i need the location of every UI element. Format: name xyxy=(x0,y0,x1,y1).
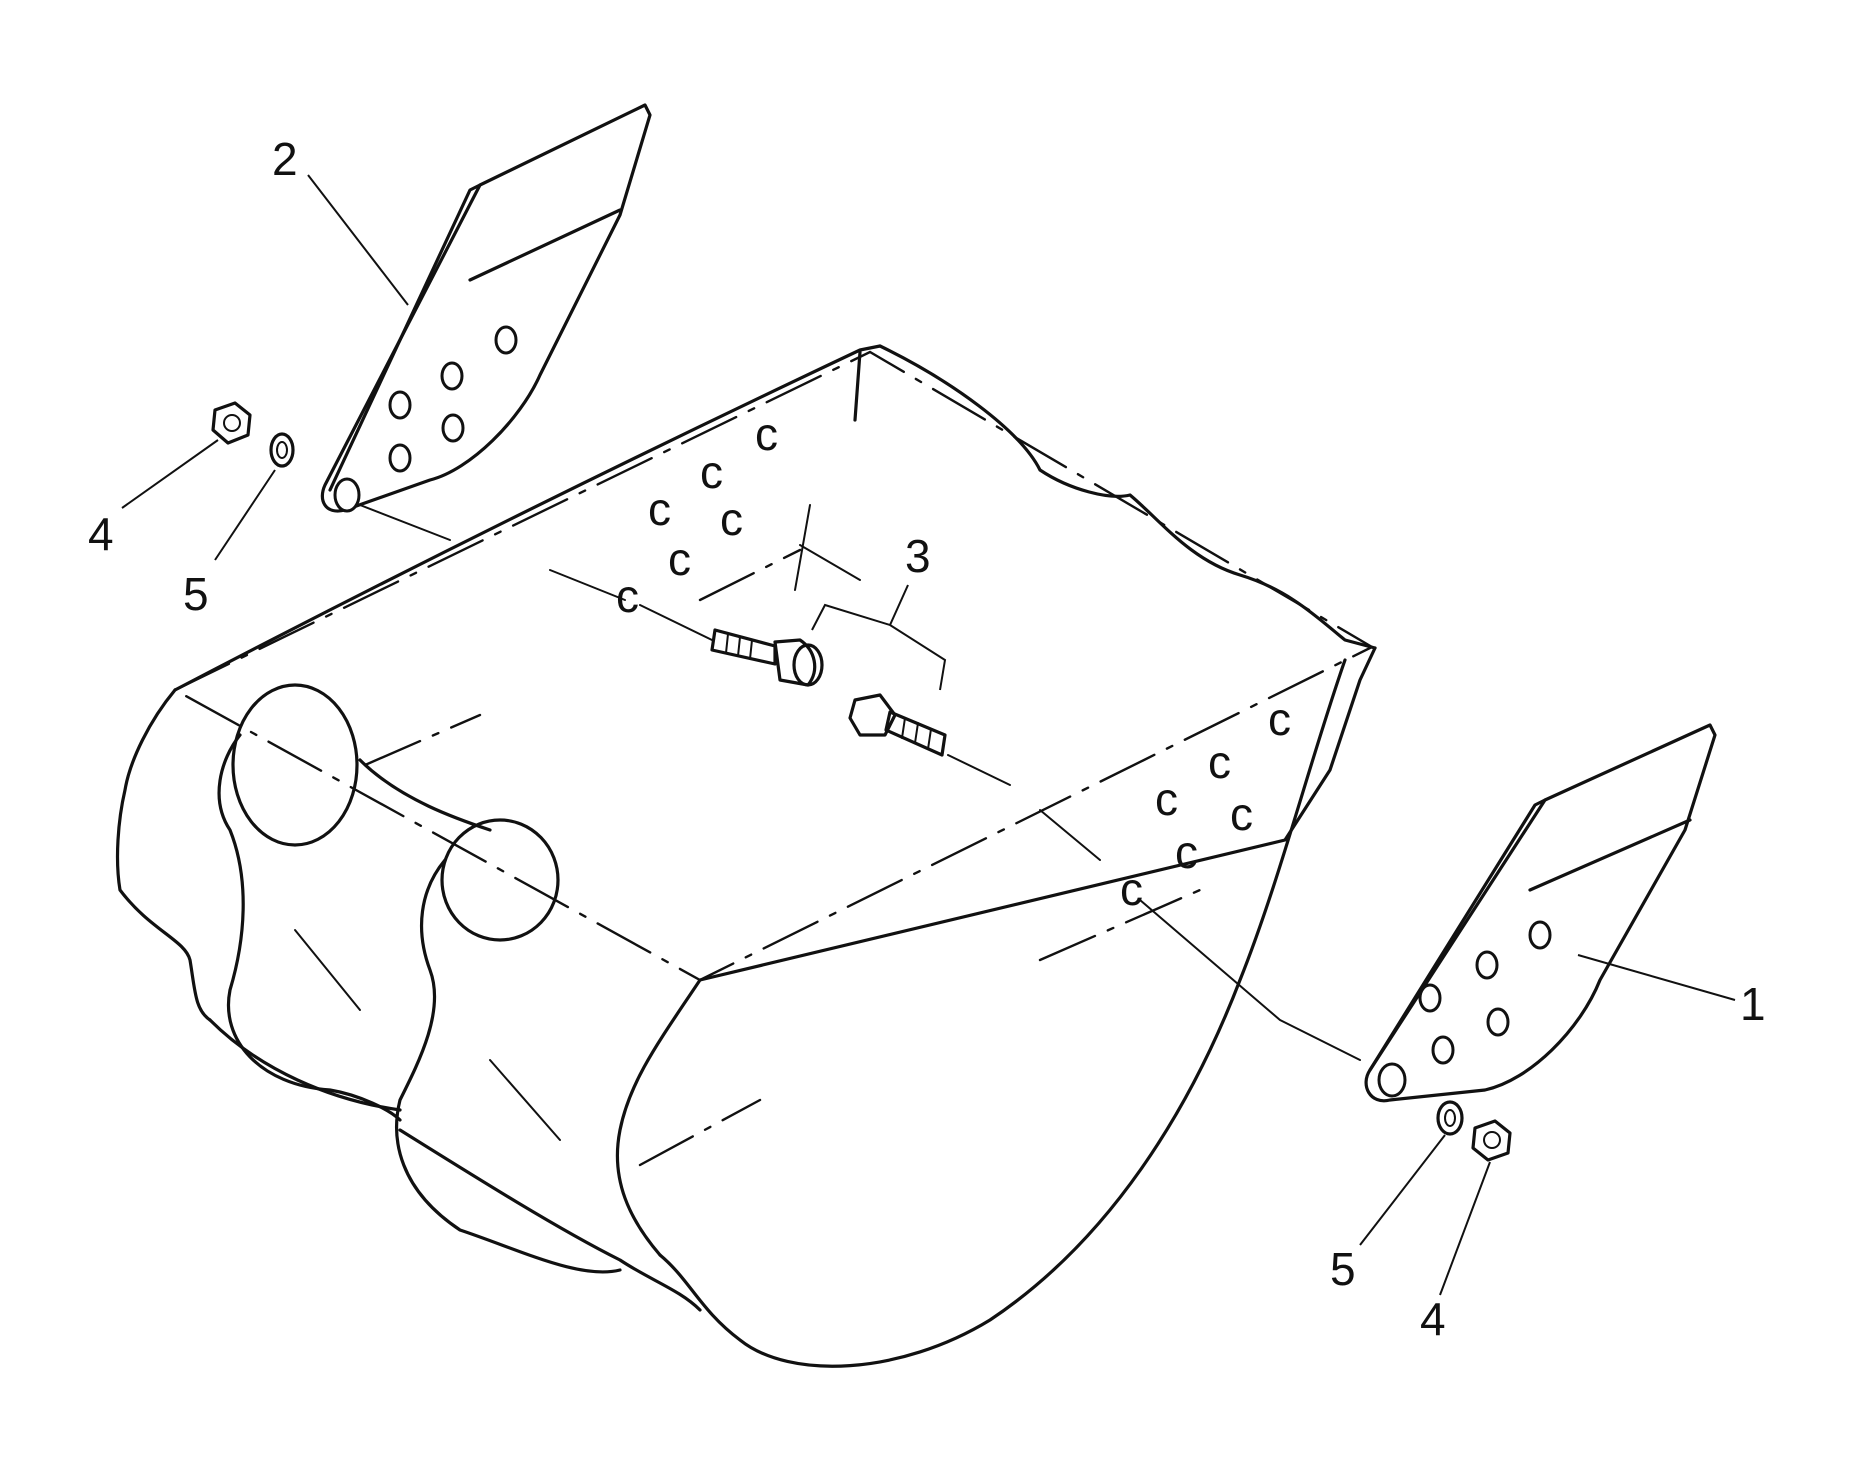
side-cutter-2-outline xyxy=(320,103,652,513)
hole-mark: c xyxy=(668,533,691,585)
bolt-upper-shank xyxy=(710,628,777,666)
bucket-left-side xyxy=(115,688,212,1022)
bucket-inner-line-3 xyxy=(638,1098,762,1167)
hole-mark: c xyxy=(616,570,639,622)
callout-4-lower: 4 xyxy=(1420,1293,1446,1345)
side-cutter-2-edge xyxy=(328,183,482,492)
bolt-lower xyxy=(848,693,947,757)
side-cutter-2-hole xyxy=(333,477,361,513)
nut-lower xyxy=(1471,1119,1512,1162)
bolt-lower-thread xyxy=(901,717,932,750)
assembly-line-upper xyxy=(359,504,713,641)
right-hinge-arm xyxy=(395,858,622,1274)
bucket-right-side-plate xyxy=(698,646,1377,982)
bucket-inner-line-2 xyxy=(1038,888,1202,962)
washer-lower-ring xyxy=(1436,1100,1464,1136)
side-cutter-2-hole xyxy=(388,390,412,420)
bucket-inner-line-4 xyxy=(698,548,802,602)
bolt-upper-head-face xyxy=(792,643,824,687)
callout-3: 3 xyxy=(905,530,931,582)
bucket-bottom-curve xyxy=(398,1128,702,1312)
hinge-detail-2 xyxy=(489,1059,561,1141)
nut-upper-hex xyxy=(211,401,252,445)
callout-5-upper: 5 xyxy=(183,568,209,620)
hole-mark: c xyxy=(1120,863,1143,915)
leader-4b xyxy=(1439,1161,1491,1296)
side-cutter-1-hole xyxy=(1486,1007,1510,1037)
nut-upper xyxy=(211,401,252,445)
side-cutter-1-edge xyxy=(1368,798,1547,1072)
callout-2: 2 xyxy=(272,133,298,185)
hole-mark: c xyxy=(1175,826,1198,878)
side-cutter-2-hole xyxy=(388,443,412,473)
bucket-body xyxy=(115,344,1377,1368)
side-cutter-2 xyxy=(320,103,652,513)
hole-mark: c xyxy=(755,408,778,460)
washer-lower xyxy=(1436,1100,1464,1136)
bolt-upper xyxy=(710,628,824,687)
hole-mark: c xyxy=(720,493,743,545)
hinge-detail-1 xyxy=(294,929,361,1011)
leader-5b xyxy=(1359,1134,1446,1246)
nut-lower-bore xyxy=(1483,1131,1501,1149)
bucket-right-top-edge xyxy=(878,344,1377,650)
side-cutter-2-hole xyxy=(441,413,465,443)
hole-mark: c xyxy=(1268,693,1291,745)
bucket-holes: c c c c c c c c c c c c xyxy=(616,408,1291,915)
leader-4a xyxy=(121,439,219,509)
bolt-lower-head xyxy=(848,693,897,737)
washer-upper xyxy=(269,432,295,468)
hinge-bosses xyxy=(217,683,622,1274)
side-cutter-1-hole xyxy=(1475,950,1499,980)
leader-2 xyxy=(307,174,409,306)
callout-4-upper: 4 xyxy=(88,508,114,560)
left-hinge-lug xyxy=(358,758,492,832)
bolt-lower-shank xyxy=(884,710,947,757)
hole-mark: c xyxy=(1208,736,1231,788)
side-cutter-1-outline xyxy=(1364,723,1717,1103)
side-cutter-1-hole xyxy=(1418,983,1442,1013)
washer-upper-ring xyxy=(269,432,295,468)
bucket-corner-edge xyxy=(853,350,862,422)
side-cutter-1-bevel xyxy=(1528,818,1692,892)
assembly-line-lower xyxy=(947,754,1361,1061)
side-cutter-2-hole xyxy=(440,361,464,391)
right-hinge-boss xyxy=(440,818,560,942)
callout-5-lower: 5 xyxy=(1330,1243,1356,1295)
nut-upper-bore xyxy=(223,414,241,432)
side-cutter-1-hole xyxy=(1377,1062,1407,1098)
side-cutter-1 xyxy=(1364,723,1717,1103)
washer-lower-bore xyxy=(1444,1109,1456,1127)
hole-mark: c xyxy=(1230,788,1253,840)
washer-upper-bore xyxy=(276,441,288,459)
side-cutter-1-hole xyxy=(1431,1035,1455,1065)
side-cutter-2-hole xyxy=(494,325,518,355)
side-cutter-2-bevel xyxy=(468,208,622,282)
bucket-back-curve xyxy=(658,658,1347,1368)
bucket-center-mark xyxy=(794,504,861,591)
hole-mark: c xyxy=(1155,773,1178,825)
leader-1 xyxy=(1577,954,1736,1001)
leader-3 xyxy=(811,584,947,691)
bucket-inner-line-1 xyxy=(363,713,482,767)
bucket-top-edge xyxy=(173,344,882,692)
hole-mark: c xyxy=(700,446,723,498)
hole-mark: c xyxy=(648,483,671,535)
left-hinge-boss xyxy=(231,683,359,847)
bucket-front-bottom xyxy=(615,978,702,1257)
bolt-upper-thread xyxy=(725,633,753,660)
leader-5a xyxy=(214,469,276,561)
side-cutter-1-hole xyxy=(1528,920,1552,950)
nut-lower-hex xyxy=(1471,1119,1512,1162)
callout-1: 1 xyxy=(1740,978,1766,1030)
bucket-bottom-left xyxy=(208,1018,402,1112)
left-hinge-arm xyxy=(217,733,402,1122)
